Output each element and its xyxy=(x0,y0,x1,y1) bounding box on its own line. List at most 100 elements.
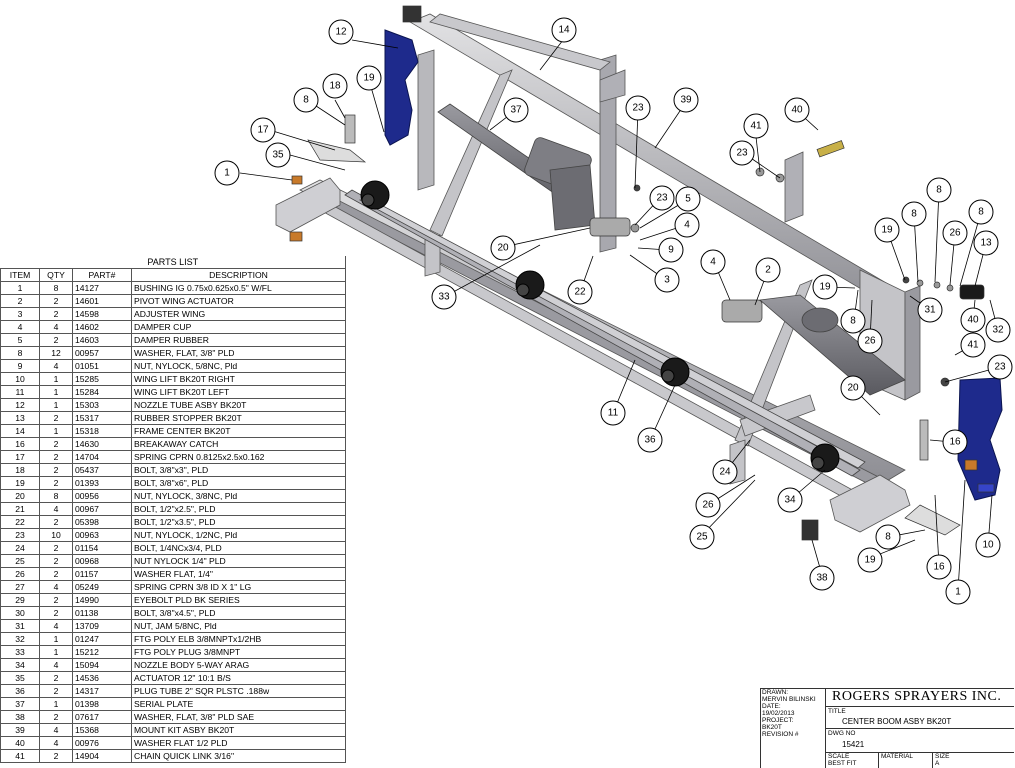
item-cell: 31 xyxy=(0,619,40,633)
qty-cell: 2 xyxy=(39,606,73,620)
header-description: DESCRIPTION xyxy=(131,268,346,282)
svg-text:22: 22 xyxy=(574,287,586,298)
description-cell: NUT, JAM 5/8NC, Pld xyxy=(131,619,346,633)
svg-text:39: 39 xyxy=(680,95,692,106)
callout-5: 5 xyxy=(675,186,701,212)
qty-cell: 4 xyxy=(39,580,73,594)
part-number-cell: 15368 xyxy=(72,723,132,737)
item-cell: 13 xyxy=(0,411,40,425)
qty-cell: 8 xyxy=(39,281,73,295)
actuator-left xyxy=(437,103,596,231)
part-number-cell: 05398 xyxy=(72,515,132,529)
item-cell: 22 xyxy=(0,515,40,529)
item-cell: 38 xyxy=(0,710,40,724)
part-number-cell: 00957 xyxy=(72,346,132,360)
item-cell: 24 xyxy=(0,541,40,555)
part-number-cell: 14704 xyxy=(72,450,132,464)
description-cell: PIVOT WING ACTUATOR xyxy=(131,294,346,308)
svg-text:11: 11 xyxy=(608,408,619,419)
drawn-label: DRAWN: xyxy=(762,689,789,696)
qty-cell: 2 xyxy=(39,411,73,425)
part-number-cell: 14598 xyxy=(72,307,132,321)
part-number-cell: 00967 xyxy=(72,502,132,516)
callout-25: 25 xyxy=(689,524,715,550)
part-number-cell: 15318 xyxy=(72,424,132,438)
item-cell: 25 xyxy=(0,554,40,568)
part-number-cell: 00976 xyxy=(72,736,132,750)
description-cell: WASHER, FLAT, 3/8" PLD xyxy=(131,346,346,360)
part-number-cell: 14536 xyxy=(72,671,132,685)
description-cell: SPRING CPRN 3/8 ID X 1" LG xyxy=(131,580,346,594)
qty-cell: 1 xyxy=(39,424,73,438)
qty-cell: 2 xyxy=(39,333,73,347)
item-cell: 35 xyxy=(0,671,40,685)
svg-text:19: 19 xyxy=(819,282,831,293)
svg-text:5: 5 xyxy=(685,194,691,205)
item-cell: 30 xyxy=(0,606,40,620)
part-number-cell: 13709 xyxy=(72,619,132,633)
qty-cell: 1 xyxy=(39,398,73,412)
svg-text:35: 35 xyxy=(272,150,284,161)
qty-cell: 1 xyxy=(39,385,73,399)
description-cell: NUT, NYLOCK, 1/2NC, Pld xyxy=(131,528,346,542)
part-number-cell: 14990 xyxy=(72,593,132,607)
svg-text:38: 38 xyxy=(816,573,828,584)
svg-text:26: 26 xyxy=(864,336,876,347)
part-number-cell: 15212 xyxy=(72,645,132,659)
part-number-cell: 14630 xyxy=(72,437,132,451)
item-cell: 23 xyxy=(0,528,40,542)
svg-text:8: 8 xyxy=(911,209,917,220)
callout-11: 12 xyxy=(328,19,354,45)
qty-cell: 2 xyxy=(39,450,73,464)
qty-cell: 4 xyxy=(39,736,73,750)
svg-text:1: 1 xyxy=(955,587,961,598)
header-item: ITEM xyxy=(0,268,40,282)
description-cell: EYEBOLT PLD BK SERIES xyxy=(131,593,346,607)
part-number-cell: 14601 xyxy=(72,294,132,308)
callout-21a: 20 xyxy=(490,235,516,261)
svg-text:41: 41 xyxy=(750,121,762,132)
callout-39: 40 xyxy=(784,97,810,123)
callout-20a: 19 xyxy=(356,65,382,91)
qty-cell: 2 xyxy=(39,749,73,763)
callout-13: 13 xyxy=(973,230,999,256)
description-cell: DAMPER CUP xyxy=(131,320,346,334)
description-cell: FTG POLY ELB 3/8MNPTx1/2HB xyxy=(131,632,346,646)
description-cell: NUT, NYLOCK, 5/8NC, Pld xyxy=(131,359,346,373)
callout-30: 32 xyxy=(985,317,1011,343)
description-cell: ADJUSTER WING xyxy=(131,307,346,321)
svg-text:34: 34 xyxy=(784,495,796,506)
svg-text:12: 12 xyxy=(335,27,347,38)
svg-text:26: 26 xyxy=(949,228,961,239)
callout-38: 40 xyxy=(960,307,986,333)
item-cell: 33 xyxy=(0,645,40,659)
size-label: SIZE xyxy=(935,753,950,760)
item-cell: 41 xyxy=(0,749,40,763)
description-cell: BOLT, 1/4NCx3/4, PLD xyxy=(131,541,346,555)
scale-label: SCALE xyxy=(828,753,850,760)
description-cell: BREAKAWAY CATCH xyxy=(131,437,346,451)
item-cell: 20 xyxy=(0,489,40,503)
item-cell: 1 xyxy=(0,281,40,295)
svg-text:19: 19 xyxy=(363,73,375,84)
item-cell: 11 xyxy=(0,385,40,399)
svg-text:32: 32 xyxy=(992,325,1004,336)
description-cell: BOLT, 3/8"x4.5", PLD xyxy=(131,606,346,620)
callout-4a: 4 xyxy=(674,212,700,238)
callout-1b: 1 xyxy=(945,579,971,605)
callout-41: 41 xyxy=(960,332,986,358)
qty-cell: 2 xyxy=(39,476,73,490)
